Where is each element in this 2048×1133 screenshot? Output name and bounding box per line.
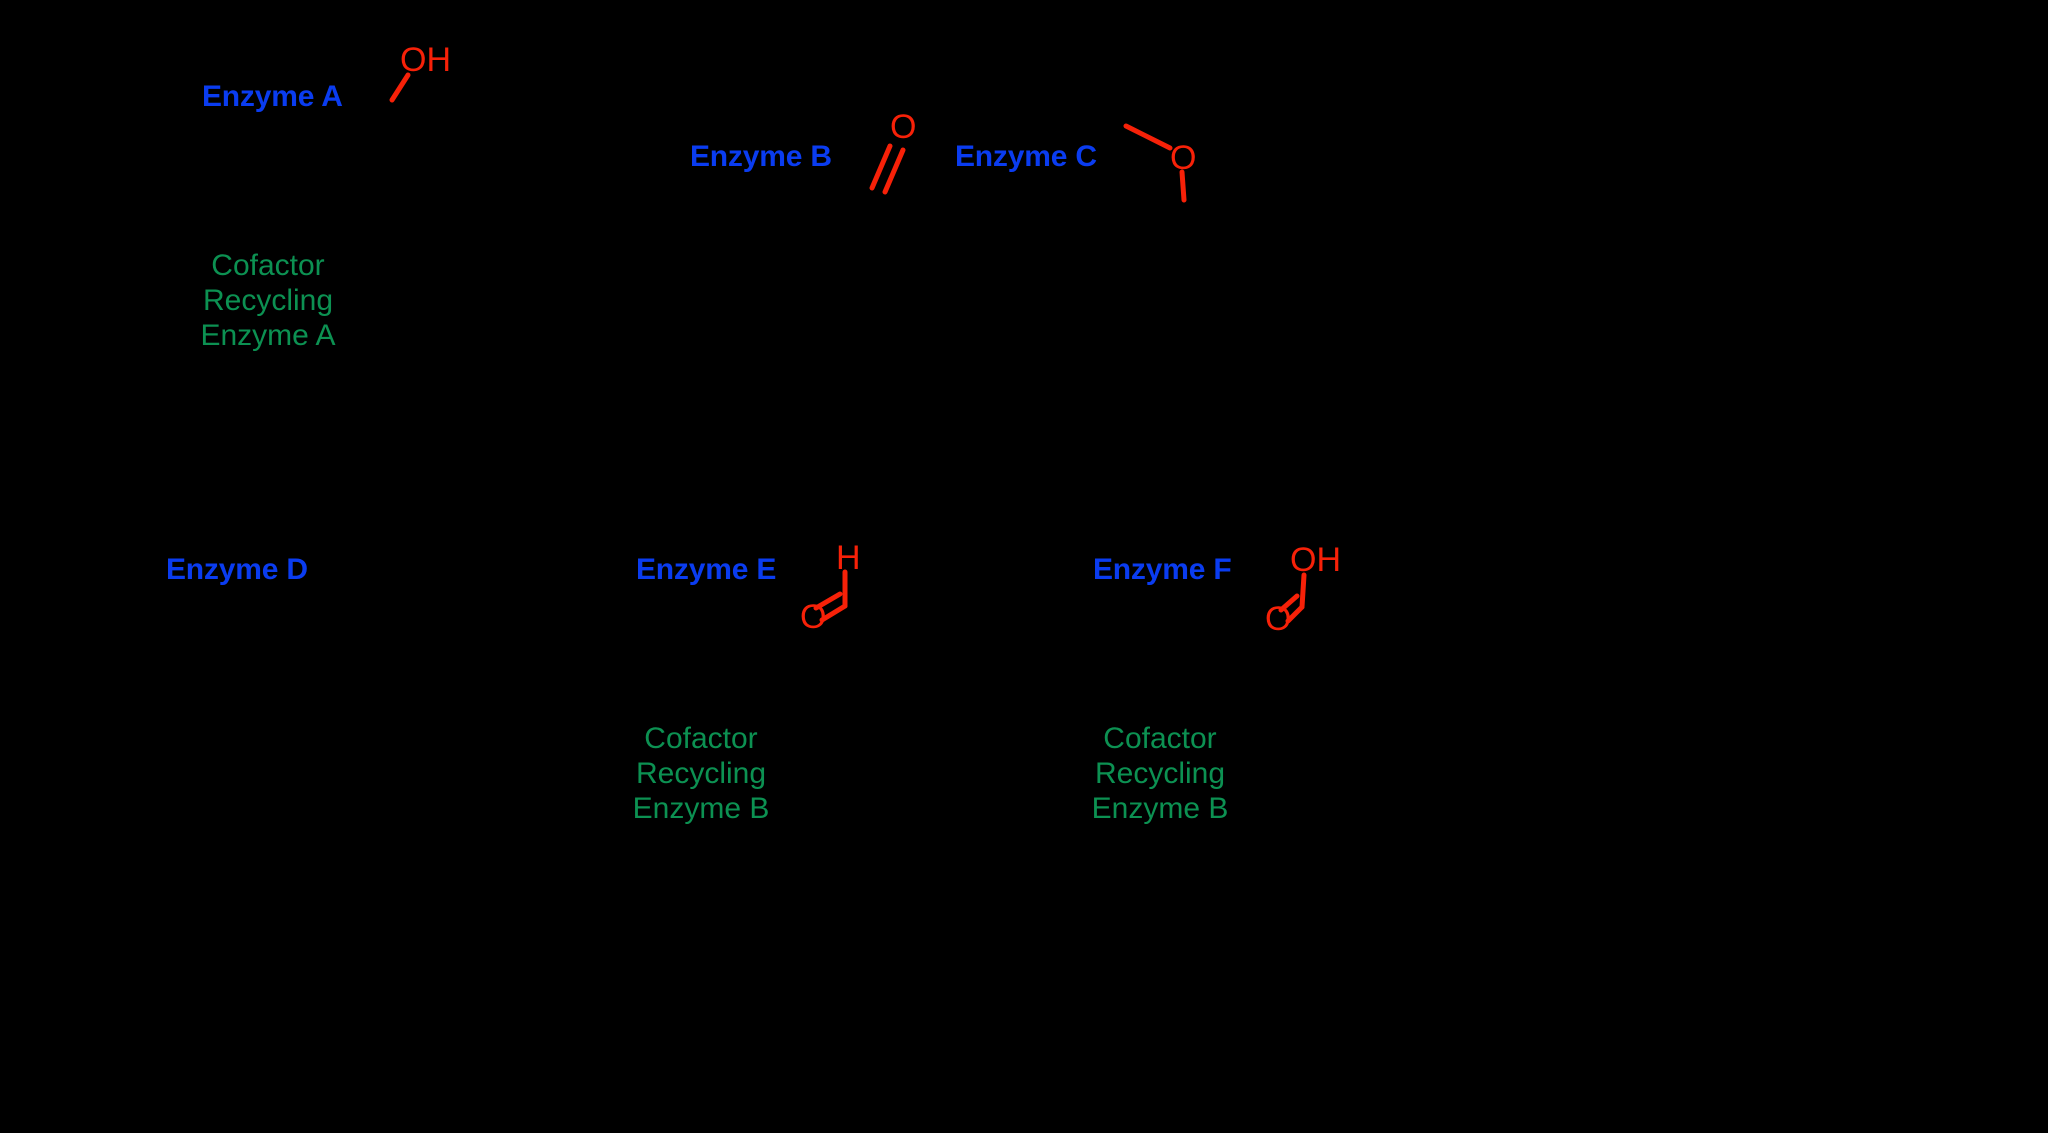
cofactor-recycling-label-b-right[interactable]: Cofactor Recycling Enzyme B	[1091, 722, 1229, 825]
acid-co-bond	[1299, 572, 1307, 610]
cofactor-recycling-label-b-left[interactable]: Cofactor Recycling Enzyme B	[632, 722, 770, 825]
ketone-bond-group	[869, 143, 906, 195]
ketone-double-bond-line-2	[882, 147, 906, 195]
enzyme-label-c[interactable]: Enzyme C	[955, 140, 1097, 173]
ether-bond-left	[1123, 123, 1173, 151]
hydroxyl-atom-label: OH	[400, 41, 451, 79]
carboxylic-acid-hydroxyl-atom-label: OH	[1290, 541, 1341, 579]
aldehyde-hydrogen-atom-label: H	[836, 539, 861, 577]
enzyme-label-a[interactable]: Enzyme A	[202, 80, 343, 113]
ketone-oxygen-atom-label: O	[890, 108, 917, 146]
aldehyde-oxygen-atom-label: O	[800, 598, 827, 636]
enzyme-label-d[interactable]: Enzyme D	[166, 553, 308, 586]
ketone-double-bond-line-1	[869, 143, 893, 191]
enzyme-label-f[interactable]: Enzyme F	[1093, 553, 1232, 586]
enzyme-label-b[interactable]: Enzyme B	[690, 140, 832, 173]
ether-oxygen-atom-label: O	[1170, 139, 1197, 177]
cofactor-recycling-label-a[interactable]: Cofactor Recycling Enzyme A	[200, 249, 336, 352]
carboxylic-acid-oxygen-atom-label: O	[1265, 600, 1292, 638]
enzyme-label-e[interactable]: Enzyme E	[636, 553, 777, 586]
